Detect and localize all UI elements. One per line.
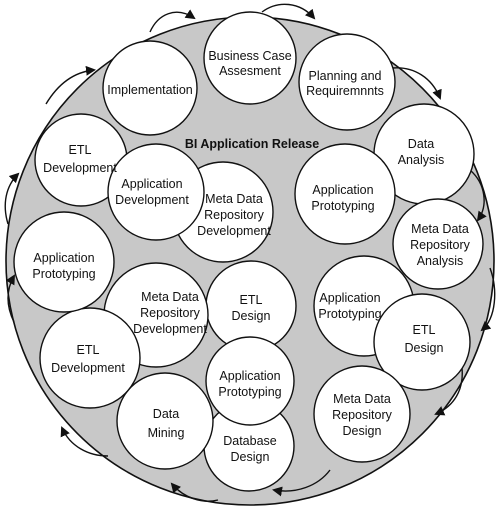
cycle-arrow (170, 482, 219, 502)
bubble-etl-dev-left-bottom[interactable] (39, 307, 141, 409)
bubble-meta-repo-analysis[interactable] (392, 198, 484, 290)
bubble-app-proto-right-top[interactable] (294, 143, 396, 245)
bubble-etl-design-right[interactable] (373, 293, 471, 391)
cycle-arrow (4, 172, 20, 225)
cycle-arrow (391, 67, 442, 100)
cycle-arrow (434, 367, 463, 416)
diagram-title: BI Application Release (185, 137, 319, 151)
bubble-planning[interactable] (298, 33, 396, 131)
bubble-data-mining[interactable] (116, 372, 214, 470)
cycle-arrow (60, 426, 109, 457)
cycle-arrow (149, 9, 196, 33)
bubble-meta-repo-design[interactable] (313, 365, 411, 463)
bubbles (13, 11, 484, 492)
cycle-arrows (4, 3, 496, 502)
label-implementation: Implementation (107, 83, 193, 97)
cycle-arrow (469, 169, 487, 222)
bubble-app-proto-center[interactable] (205, 336, 295, 426)
bubble-implementation[interactable] (102, 40, 198, 136)
bubble-app-proto-left[interactable] (13, 211, 115, 313)
cycle-arrow (5, 274, 15, 323)
cycle-arrow (45, 65, 96, 105)
cycle-arrow (480, 267, 496, 332)
bubble-app-development[interactable] (107, 143, 205, 241)
cycle-arrow (272, 469, 331, 497)
cycle-arrow (261, 3, 316, 20)
bubble-business-case[interactable] (203, 11, 297, 105)
